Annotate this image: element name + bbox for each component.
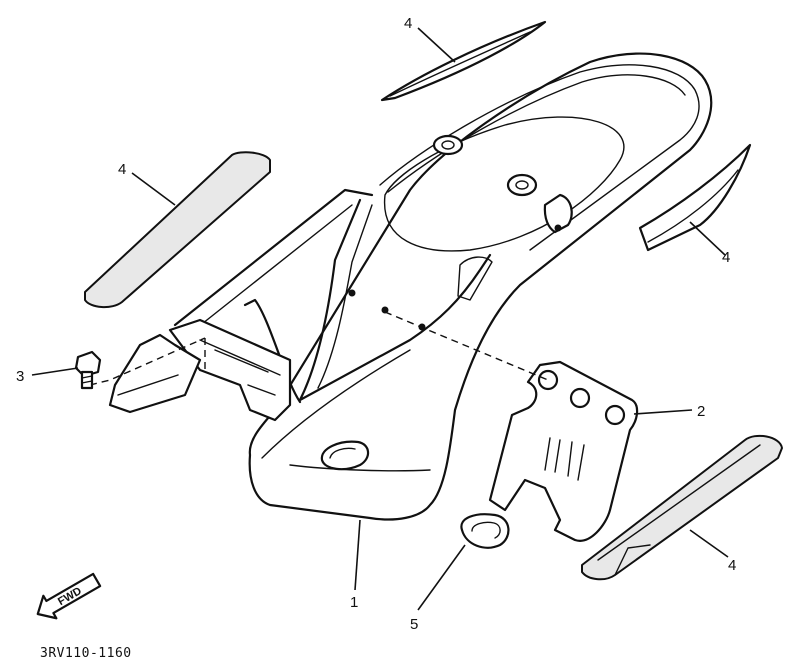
callout-part-4-bottom: 4 [728,557,736,574]
part-4-strip-right [638,143,752,252]
assembly-dashed-line [384,311,549,381]
part-4-strip-top [380,20,547,102]
leader-part4-bottom [689,529,729,558]
callout-part-2: 2 [697,403,705,420]
bolt-dashed-line [89,337,206,386]
fwd-arrow-icon: FWD [36,572,102,620]
callout-part-4-left: 4 [118,161,126,178]
part-4-strip-left [84,151,271,308]
part-4-strip-bottom [581,434,783,581]
leader-part3 [31,367,79,376]
callout-part-3: 3 [16,368,24,385]
part-3-bolt [74,350,102,390]
callout-part-4-top: 4 [404,15,412,32]
part-5-grommet [460,513,510,549]
leader-part5 [417,544,466,611]
callout-part-1: 1 [350,594,358,611]
diagram-code: 3RV110-1160 [40,646,132,661]
callout-part-5: 5 [410,616,418,633]
leader-part4-left [131,172,176,206]
leader-part2 [633,409,693,415]
leader-part4-top [417,27,456,63]
leader-part1 [354,519,361,591]
part-2-bracket-plate [488,360,639,542]
part-1-seat-cowl [108,52,713,521]
callout-part-4-right: 4 [722,249,730,266]
leader-part4-right [689,221,726,256]
